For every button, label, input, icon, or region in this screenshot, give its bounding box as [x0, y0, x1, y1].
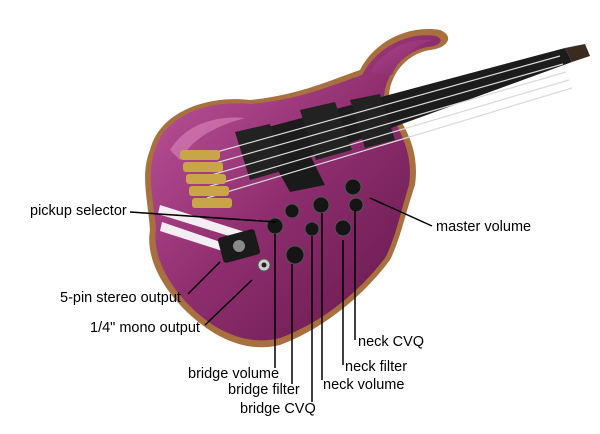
bridge-filter-label: bridge filter	[228, 382, 300, 398]
strings	[194, 55, 573, 199]
pickup-selector-label: pickup selector	[30, 203, 127, 219]
bridge-volume-label: bridge volume	[188, 366, 280, 382]
knob-icon	[266, 178, 364, 265]
master-volume-label: master volume	[436, 219, 532, 235]
neck-filter-label: neck filter	[345, 359, 408, 375]
neck-cvq-label: neck CVQ	[358, 334, 425, 350]
leader-lines	[129, 197, 433, 402]
bridge	[180, 150, 232, 208]
neck-volume-label: neck volume	[323, 377, 405, 393]
bridge-cvq-label: bridge CVQ	[240, 401, 316, 417]
mono-output-label: 1/4" mono output	[90, 320, 200, 336]
xlr-jack-icon	[217, 229, 261, 263]
quarter-inch-jack-icon	[257, 258, 271, 272]
stereo-output-label: 5-pin stereo output	[60, 290, 181, 306]
